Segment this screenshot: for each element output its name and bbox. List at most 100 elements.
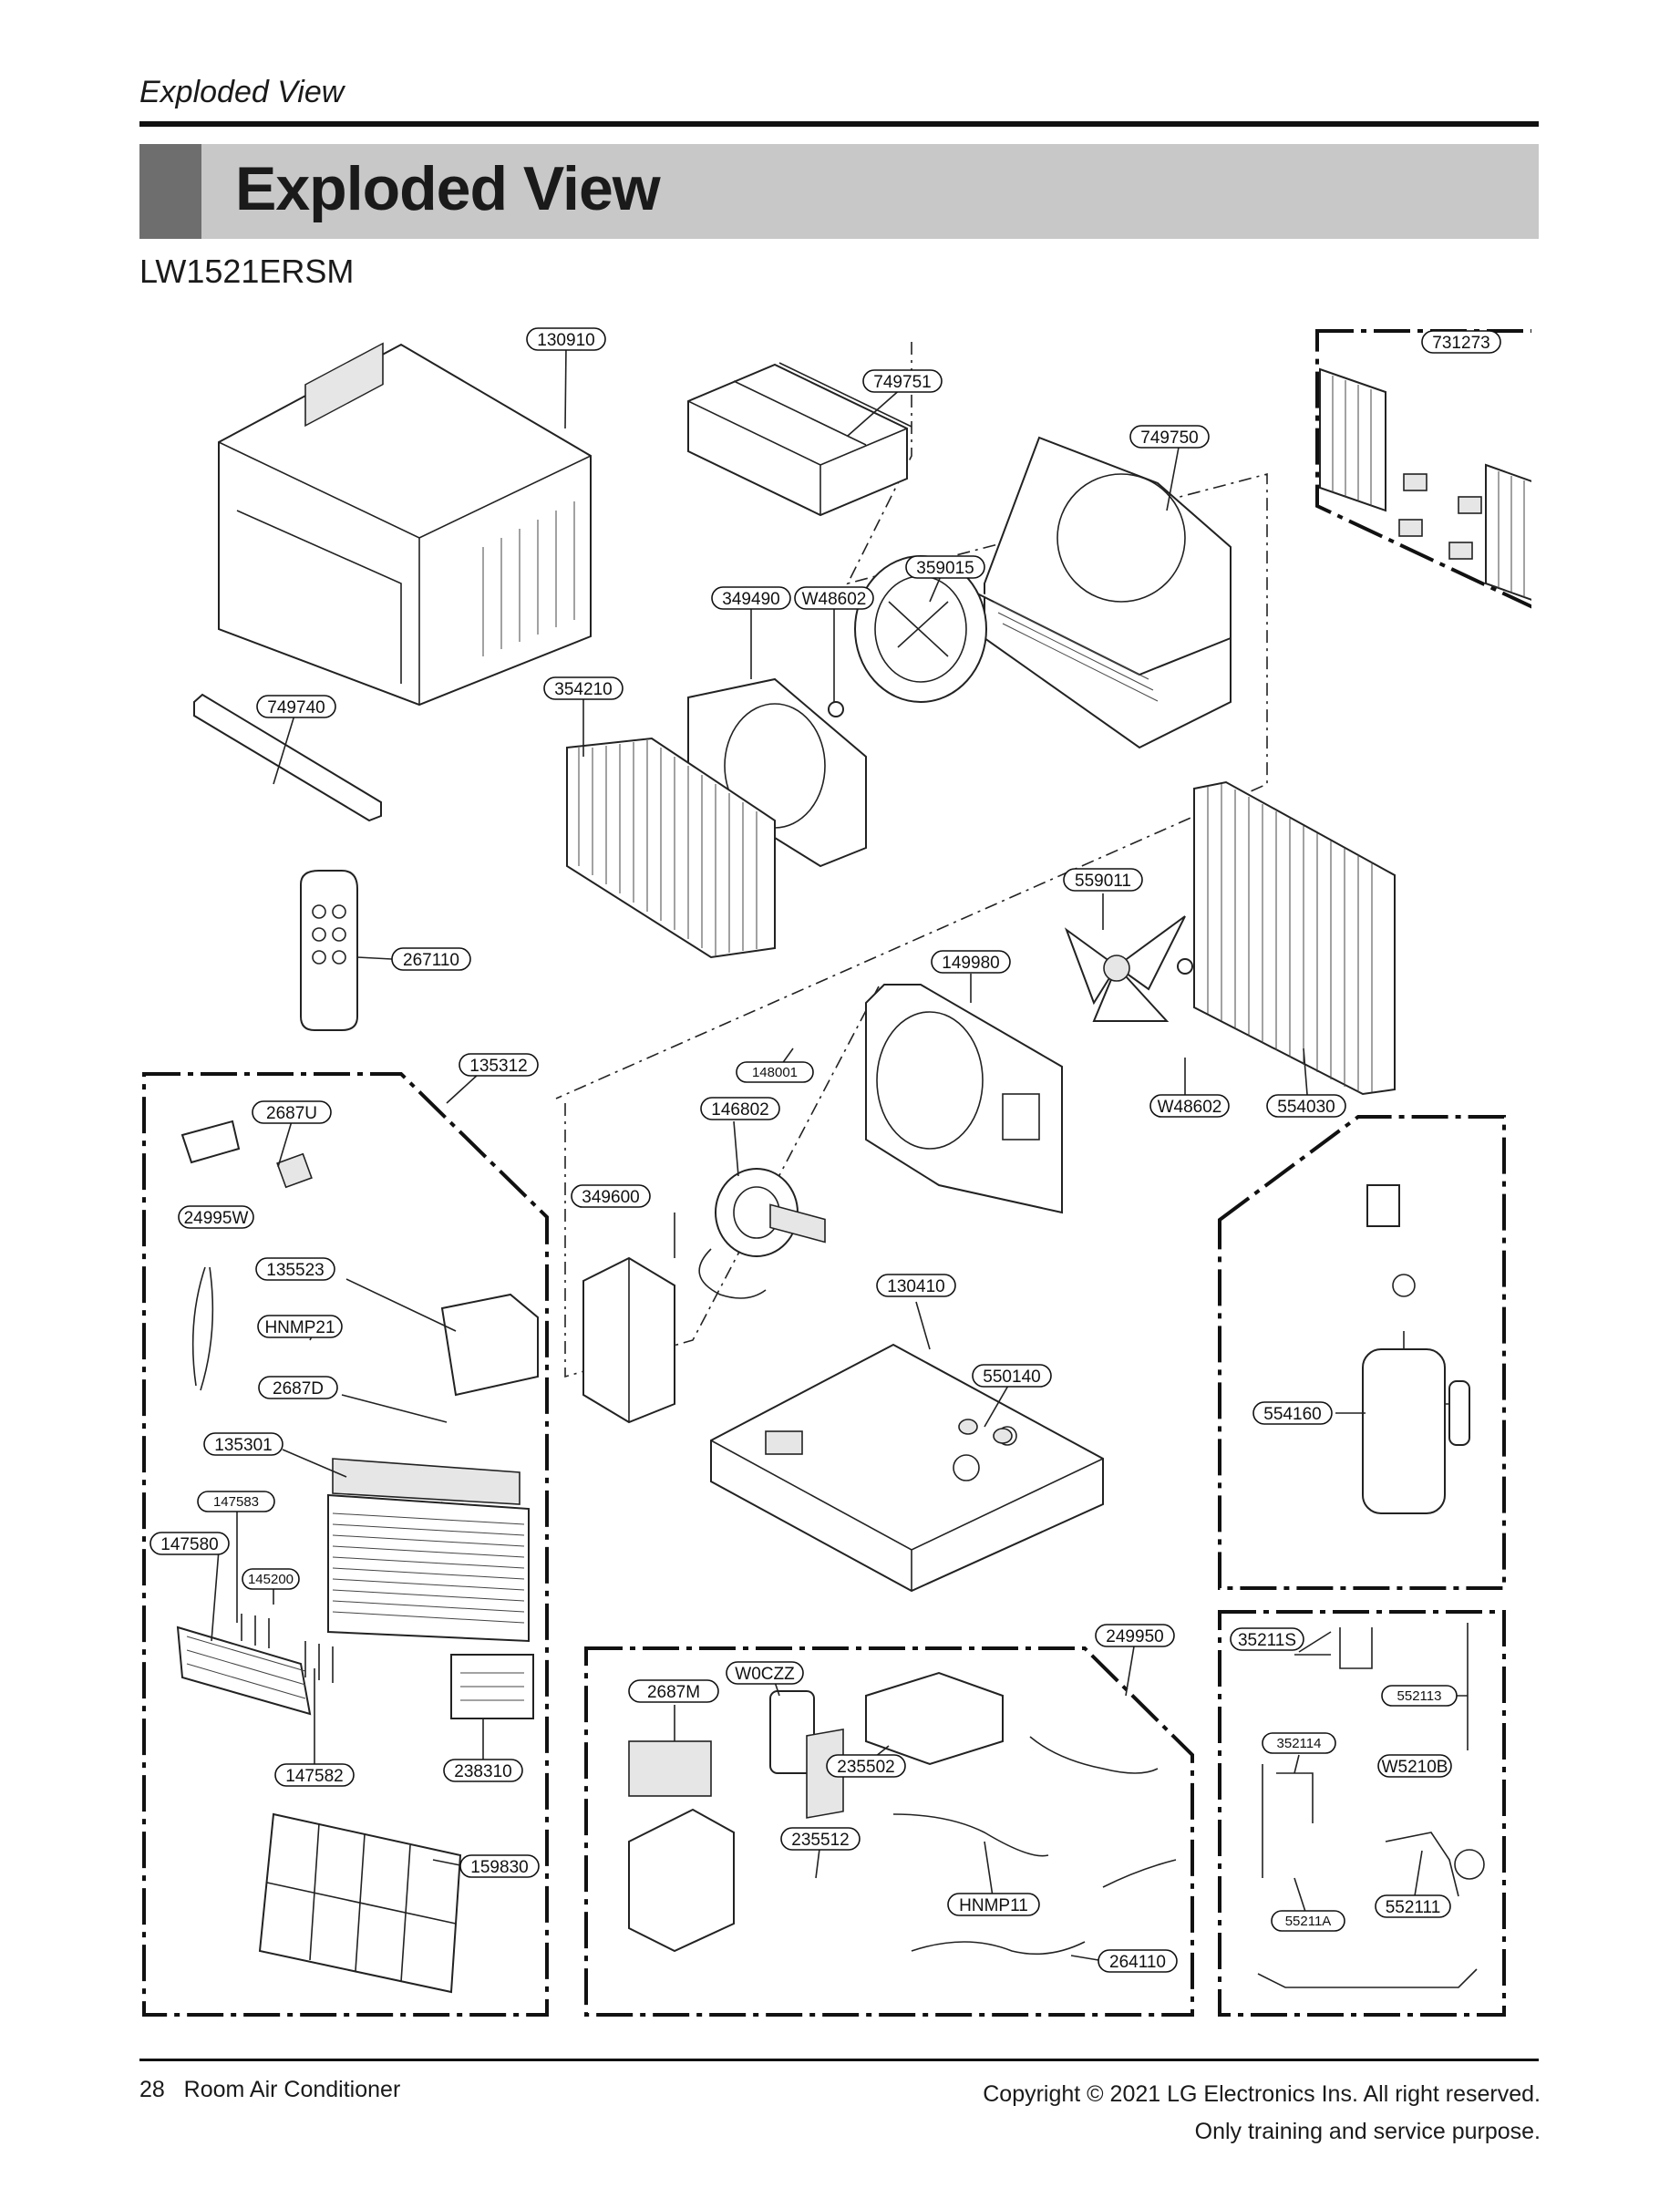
part-label-349490: 349490: [711, 586, 791, 610]
svg-text:352114: 352114: [1277, 1736, 1322, 1751]
part-label-749740: 749740: [256, 695, 336, 718]
assembly-guide-line: [555, 342, 1268, 1099]
air-guide-part: [687, 362, 912, 517]
svg-text:235502: 235502: [837, 1758, 894, 1777]
part-label-146802: 146802: [700, 1097, 780, 1120]
louver-part: [176, 1626, 312, 1716]
part-label-55211A: 55211A: [1271, 1910, 1345, 1932]
electrical-group-box: [584, 1646, 1194, 2017]
part-label-135523: 135523: [255, 1257, 335, 1281]
wire-harness-part: [191, 1266, 214, 1391]
part-label-749751: 749751: [862, 369, 943, 393]
svg-text:24995W: 24995W: [184, 1209, 249, 1228]
svg-text:146802: 146802: [711, 1100, 768, 1120]
part-label-35211S: 35211S: [1230, 1627, 1304, 1651]
part-label-554160: 554160: [1252, 1401, 1333, 1425]
svg-text:130910: 130910: [537, 331, 594, 350]
part-label-2687D: 2687D: [258, 1376, 338, 1399]
grommet-part: [958, 1419, 1013, 1444]
svg-text:145200: 145200: [248, 1572, 294, 1587]
svg-text:W48602: W48602: [1158, 1098, 1222, 1117]
capillary-tube-part: [1385, 1832, 1459, 1897]
header-rule: [139, 121, 1539, 127]
part-label-731273: 731273: [1421, 330, 1501, 354]
control-box-part: [440, 1293, 539, 1397]
svg-text:2687D: 2687D: [273, 1379, 324, 1398]
part-label-130410: 130410: [876, 1274, 956, 1297]
part-label-235512: 235512: [780, 1827, 861, 1851]
motor-mount-part: [582, 1256, 675, 1424]
manual-name: Room Air Conditioner: [183, 2077, 401, 2102]
svg-text:238310: 238310: [454, 1762, 511, 1781]
part-label-W5210B: W5210B: [1377, 1754, 1452, 1778]
sensor-part: [276, 1152, 313, 1189]
part-label-235502: 235502: [826, 1754, 906, 1778]
base-pan-part: [710, 1343, 1104, 1593]
svg-text:W0CZZ: W0CZZ: [735, 1665, 795, 1684]
part-label-267110: 267110: [391, 947, 471, 971]
svg-text:550140: 550140: [983, 1368, 1040, 1387]
compressor-part: [1362, 1184, 1470, 1514]
control-group-box: [142, 1072, 549, 2017]
svg-text:149980: 149980: [942, 954, 999, 973]
part-label-359015: 359015: [905, 555, 985, 579]
part-label-552111: 552111: [1375, 1894, 1451, 1918]
part-label-554030: 554030: [1266, 1094, 1346, 1118]
part-label-HNMP21: HNMP21: [257, 1315, 343, 1338]
part-label-145200: 145200: [242, 1568, 300, 1590]
part-label-249950: 249950: [1095, 1624, 1175, 1647]
page-title: Exploded View: [235, 154, 661, 223]
svg-text:264110: 264110: [1109, 1953, 1166, 1972]
svg-text:147580: 147580: [160, 1535, 218, 1554]
svg-text:W48602: W48602: [802, 590, 867, 609]
louver-link-part: [241, 1614, 334, 1683]
svg-text:354210: 354210: [554, 680, 612, 699]
part-label-2687M: 2687M: [628, 1679, 719, 1703]
part-label-749750: 749750: [1129, 425, 1210, 449]
part-label-559011: 559011: [1063, 868, 1143, 892]
part-label-24995W: 24995W: [178, 1205, 254, 1229]
fan-motor-part: [698, 1168, 799, 1299]
front-rail-part: [193, 693, 382, 822]
suction-tube-part: [1294, 1627, 1373, 1669]
footer-page: 28 Room Air Conditioner: [139, 2077, 400, 2103]
sensor-harness-part: [892, 1813, 1049, 1857]
svg-text:349490: 349490: [722, 590, 779, 609]
blower-wheel-part: [854, 555, 987, 703]
svg-text:552111: 552111: [1386, 1898, 1441, 1917]
evaporator-part: [566, 737, 776, 959]
svg-text:HNMP21: HNMP21: [264, 1318, 335, 1337]
svg-text:235512: 235512: [791, 1831, 849, 1850]
cable-harness-part: [911, 1941, 1086, 1956]
fan-shroud-part: [865, 984, 1063, 1214]
page-number: 28: [139, 2077, 165, 2102]
clip-part: [1177, 958, 1193, 975]
display-bracket-part: [180, 1120, 241, 1164]
part-label-147583: 147583: [197, 1491, 275, 1512]
tubing-group-box: [1218, 1610, 1506, 2017]
svg-text:147583: 147583: [213, 1494, 259, 1510]
svg-text:749750: 749750: [1140, 428, 1198, 448]
part-label-130910: 130910: [526, 327, 606, 351]
control-cover-part: [865, 1671, 1004, 1766]
footer-rule: [139, 2059, 1539, 2061]
svg-text:552113: 552113: [1397, 1688, 1442, 1704]
model-number: LW1521ERSM: [139, 253, 355, 290]
part-label-135312: 135312: [459, 1053, 539, 1077]
svg-text:554160: 554160: [1263, 1405, 1321, 1424]
svg-text:35211S: 35211S: [1238, 1631, 1296, 1650]
capacitor-part: [769, 1690, 815, 1774]
motor-harness-part: [1102, 1859, 1177, 1888]
svg-text:249950: 249950: [1106, 1627, 1163, 1646]
copyright-text: Copyright © 2021 LG Electronics Ins. All…: [983, 2081, 1541, 2107]
section-label: Exploded View: [139, 75, 345, 109]
title-tab: [139, 144, 201, 239]
svg-text:HNMP11: HNMP11: [959, 1896, 1028, 1915]
exploded-diagram: 130910 749751 749750 731273 359015 34949…: [142, 327, 1531, 2017]
part-label-2687U: 2687U: [252, 1100, 332, 1124]
part-label-550140: 550140: [972, 1364, 1052, 1388]
electrical-box-part: [628, 1808, 735, 1953]
part-label-349600: 349600: [571, 1184, 651, 1208]
tube-assy-part: [1262, 1764, 1314, 1878]
cabinet-part: [218, 342, 592, 707]
